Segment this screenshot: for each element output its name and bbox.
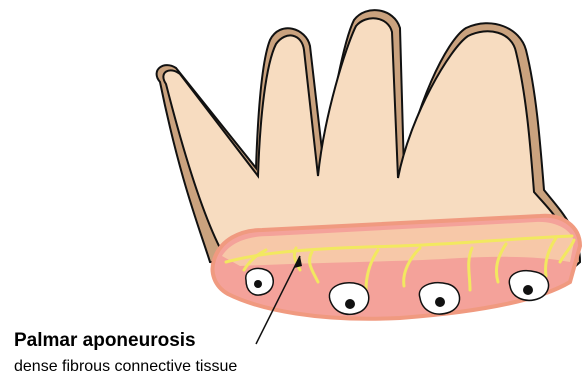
label-subtitle: dense fibrous connective tissue [14,358,237,376]
tendon [329,283,368,315]
tendon [246,268,273,295]
label-title: Palmar aponeurosis [14,330,196,352]
tendon [419,283,459,314]
tendon [509,271,548,301]
hand-skin [163,18,570,248]
